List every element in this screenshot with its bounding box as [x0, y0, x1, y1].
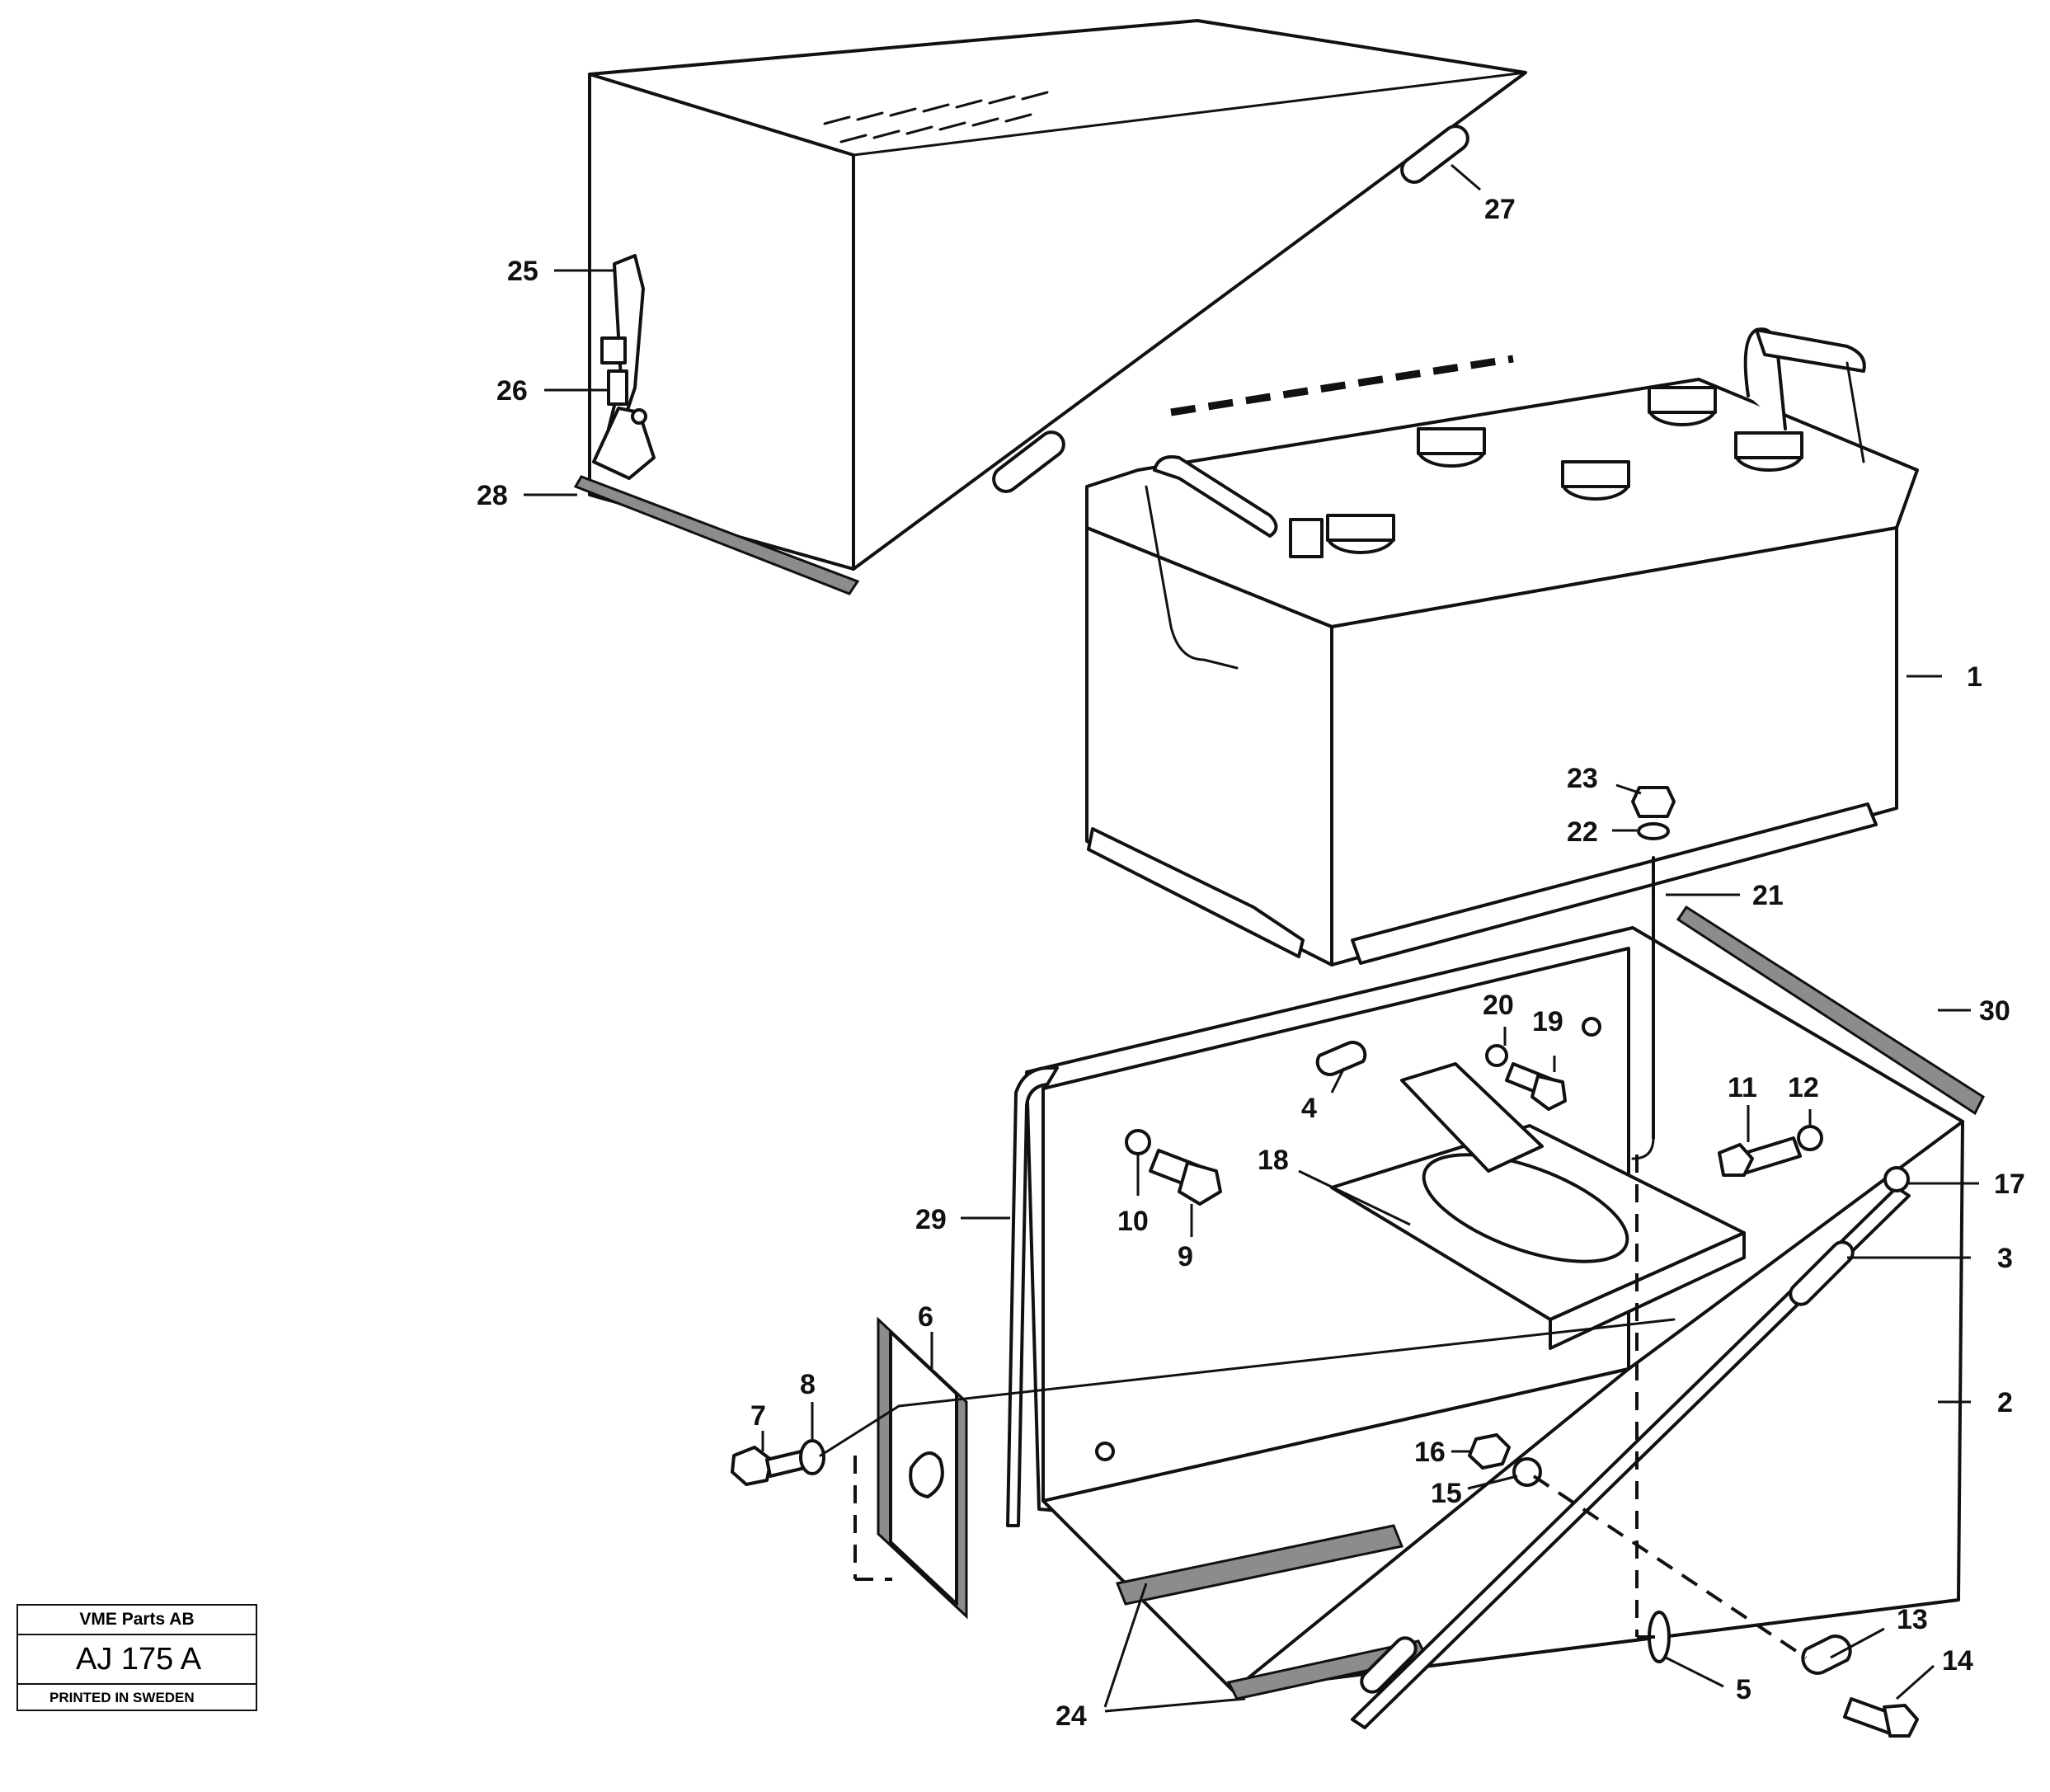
bolt-19 — [1505, 1062, 1567, 1111]
company-name: VME Parts AB — [18, 1606, 256, 1635]
callout-21: 21 — [1752, 880, 1784, 911]
callout-15: 15 — [1431, 1478, 1462, 1509]
callout-22: 22 — [1567, 816, 1598, 848]
callout-2: 2 — [1997, 1387, 2013, 1418]
nut-16 — [1468, 1433, 1511, 1470]
seal-strip-28 — [573, 475, 860, 595]
callout-1: 1 — [1967, 661, 1982, 693]
callout-13: 13 — [1897, 1604, 1928, 1635]
callout-12: 12 — [1788, 1072, 1819, 1103]
washer-20 — [1485, 1044, 1508, 1067]
callout-11: 11 — [1728, 1072, 1757, 1103]
latch-25-26 — [592, 254, 656, 480]
spacer-13 — [1801, 1634, 1852, 1675]
hinge-sleeve-27-lower — [992, 430, 1065, 493]
callout-30: 30 — [1979, 995, 2010, 1027]
callout-6: 6 — [918, 1301, 933, 1333]
nut-23 — [1631, 786, 1676, 818]
spacer-4 — [1315, 1041, 1367, 1076]
washer-12 — [1797, 1125, 1823, 1151]
callout-28: 28 — [477, 480, 508, 511]
seal-strip-29 — [1006, 1066, 1059, 1527]
bolt-9 — [1149, 1149, 1222, 1206]
spacer-17 — [1883, 1166, 1910, 1192]
callout-26: 26 — [496, 375, 528, 407]
washer-8 — [799, 1439, 825, 1475]
callout-24: 24 — [1056, 1700, 1087, 1732]
callout-29: 29 — [915, 1204, 947, 1235]
callout-14: 14 — [1942, 1645, 1973, 1677]
callout-20: 20 — [1483, 990, 1514, 1021]
washer-22 — [1637, 822, 1670, 840]
bracket-18 — [1330, 1062, 1746, 1350]
washer-10 — [1125, 1129, 1151, 1155]
callout-25: 25 — [507, 256, 538, 287]
callout-17: 17 — [1994, 1169, 2025, 1200]
title-block: VME Parts AB AJ 175 A PRINTED IN SWEDEN — [16, 1604, 257, 1711]
callout-5: 5 — [1736, 1674, 1751, 1705]
battery-1 — [1085, 327, 1919, 967]
callout-3: 3 — [1997, 1243, 2013, 1274]
tie-rod-3 — [1351, 1186, 1911, 1729]
bolt-14 — [1843, 1697, 1919, 1738]
leader-lines — [524, 163, 1979, 1713]
callout-8: 8 — [800, 1369, 816, 1400]
battery-cover — [588, 19, 1527, 571]
plate-6 — [877, 1316, 968, 1620]
callout-19: 19 — [1532, 1006, 1563, 1037]
callout-27: 27 — [1484, 194, 1516, 225]
callout-16: 16 — [1414, 1437, 1446, 1468]
callout-18: 18 — [1258, 1145, 1289, 1176]
callout-7: 7 — [750, 1400, 766, 1432]
callout-numbers: 1 2 3 4 5 6 7 8 9 10 11 12 13 14 15 16 1… — [477, 194, 2025, 1732]
callout-9: 9 — [1178, 1241, 1193, 1272]
drawing-code: AJ 175 A — [18, 1635, 256, 1685]
washer-15 — [1512, 1457, 1542, 1487]
callout-10: 10 — [1117, 1206, 1149, 1237]
callout-23: 23 — [1567, 763, 1598, 794]
hinge-sleeve-27-upper — [1400, 125, 1469, 184]
bolt-11 — [1718, 1136, 1802, 1177]
callout-4: 4 — [1301, 1093, 1317, 1124]
seal-strip-30 — [1676, 905, 1985, 1116]
printed-note: PRINTED IN SWEDEN — [49, 1690, 195, 1705]
